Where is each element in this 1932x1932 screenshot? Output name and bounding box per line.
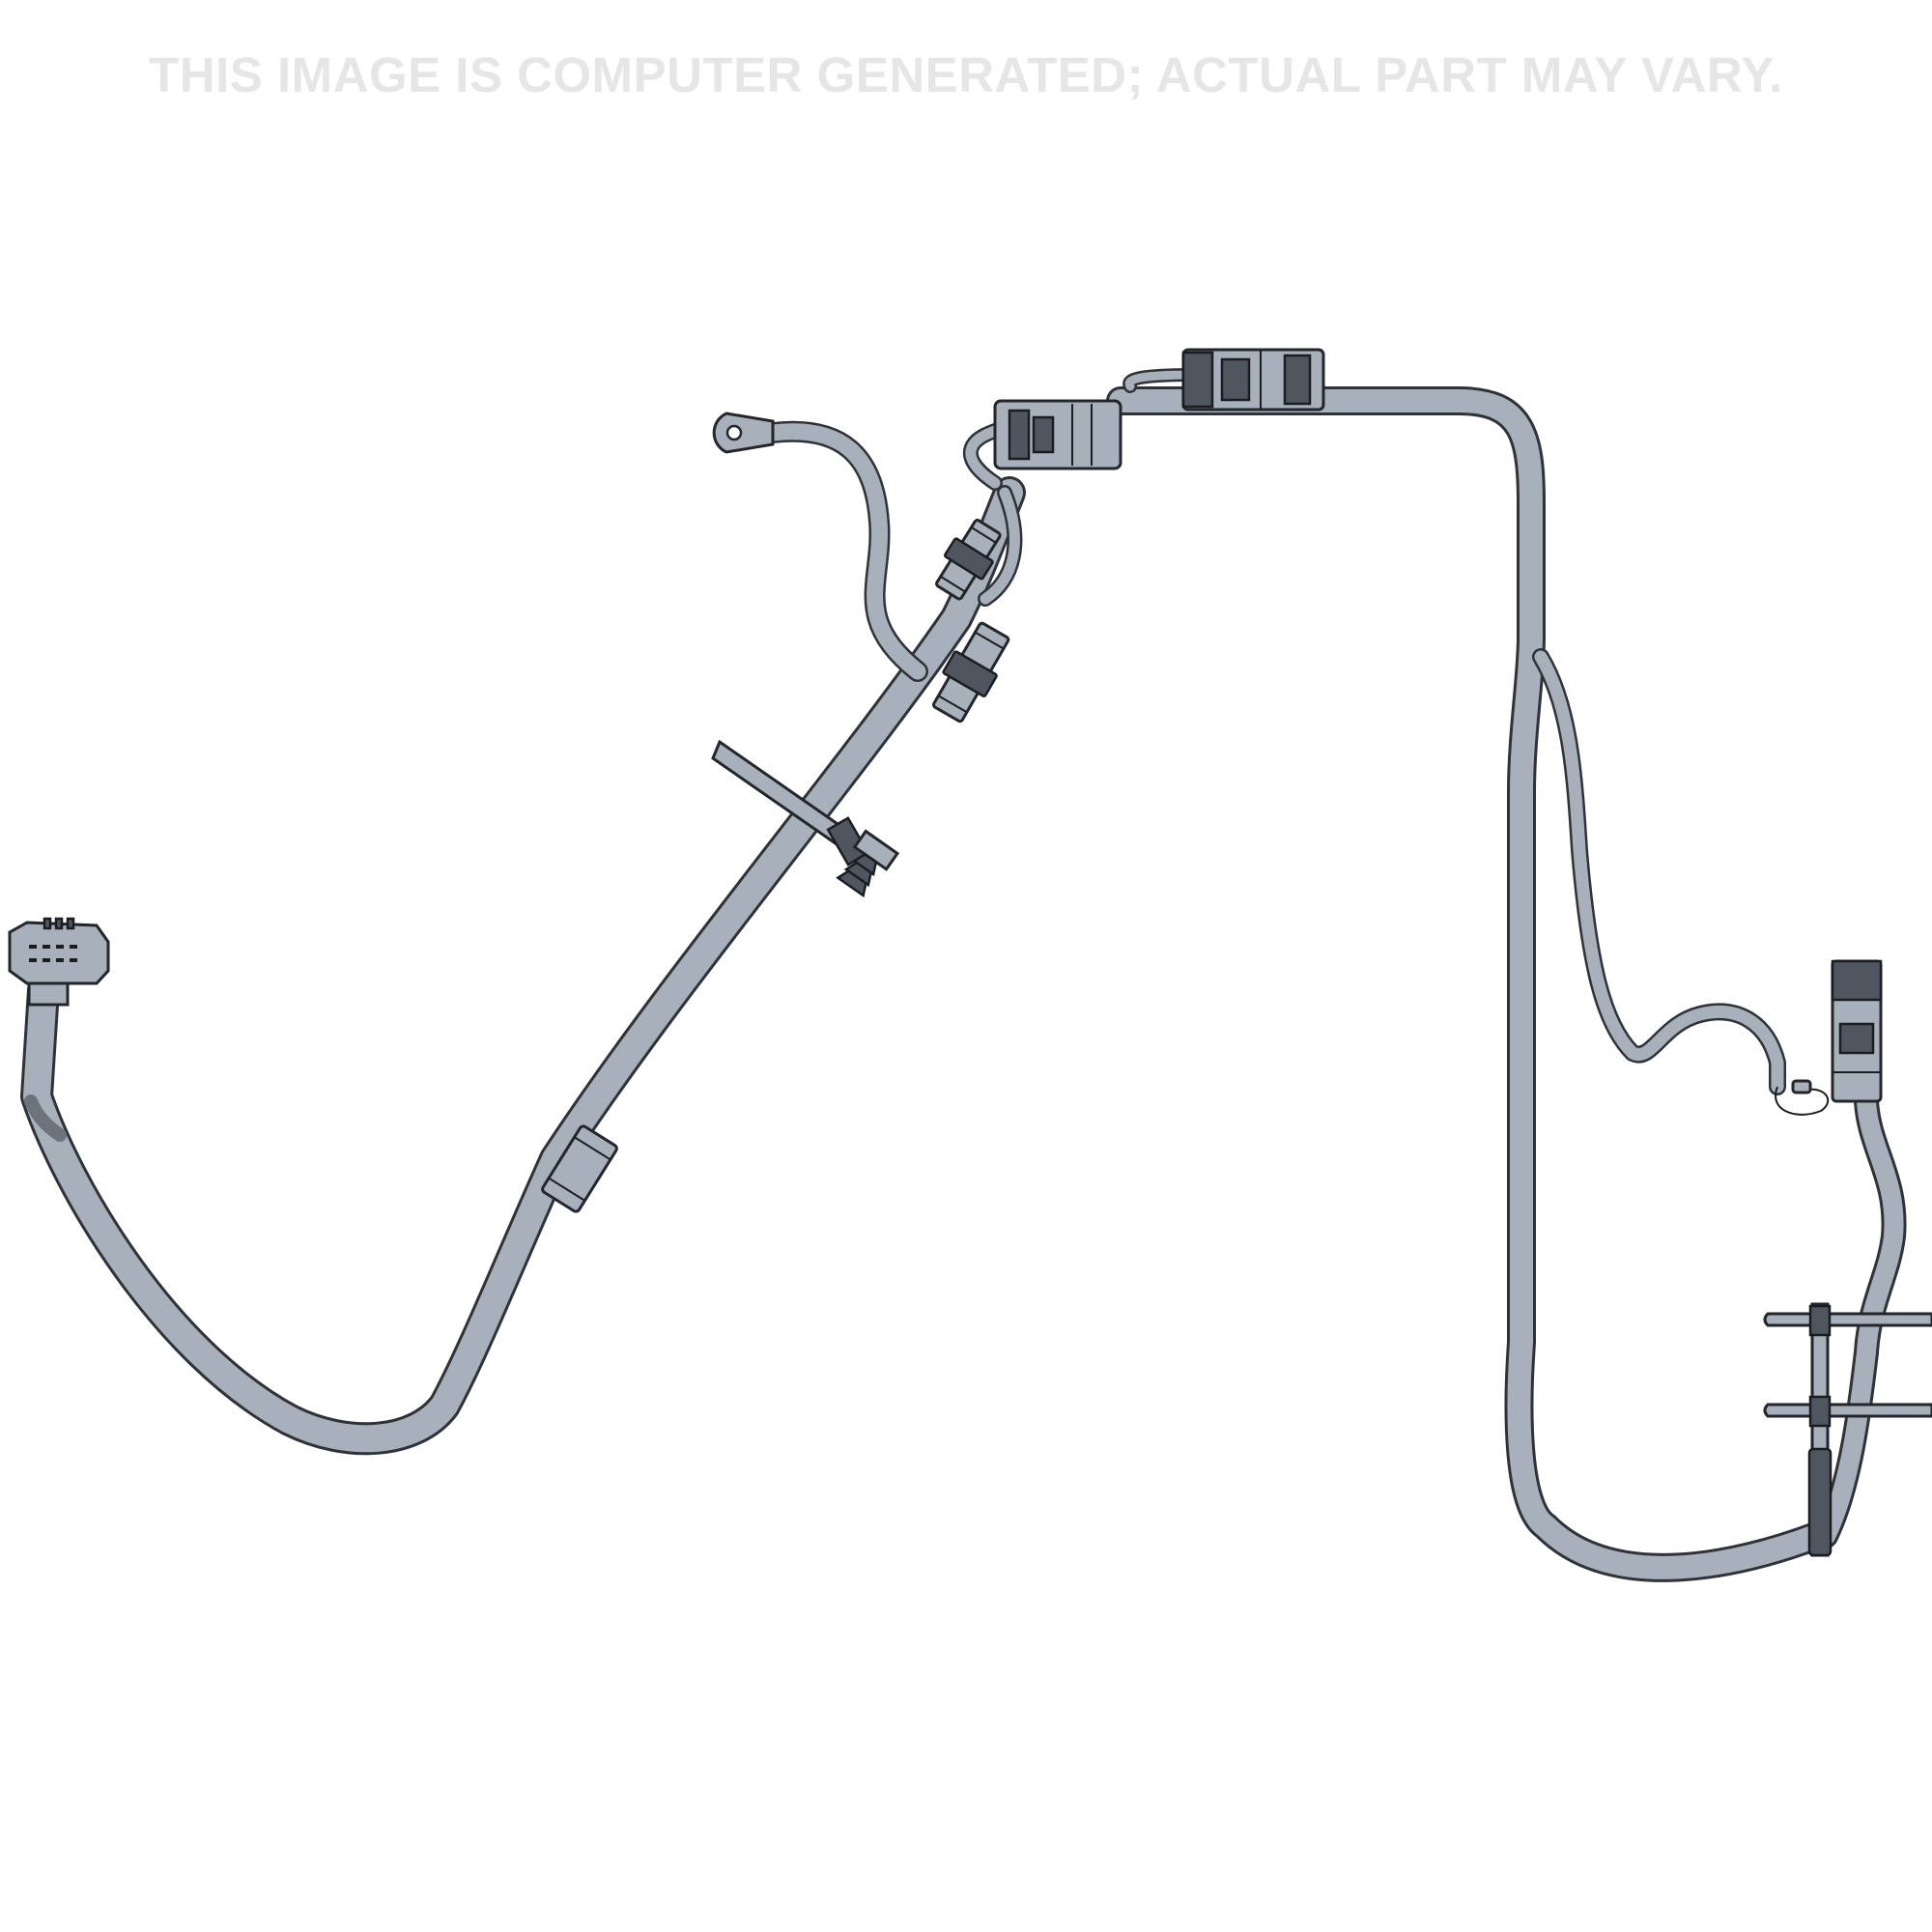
right-vertical-connector-icon bbox=[1831, 959, 1883, 1103]
push-in-clip-icon bbox=[836, 829, 900, 898]
top-junction-connector-icon bbox=[993, 399, 1122, 470]
pigtail-terminal-icon bbox=[1791, 1079, 1812, 1094]
harness-main-trunk bbox=[20, 476, 1026, 1456]
cable-tie-icon bbox=[711, 739, 870, 867]
inline-connector-1-icon bbox=[935, 519, 1002, 601]
multi-pin-connector-left-icon bbox=[8, 917, 110, 1007]
disclaimer-text: THIS IMAGE IS COMPUTER GENERATED; ACTUAL… bbox=[149, 47, 1783, 102]
ring-terminal-icon bbox=[712, 412, 775, 454]
top-right-connector-pair-icon bbox=[1181, 348, 1325, 412]
inline-connector-2-icon bbox=[932, 621, 1010, 724]
sleeve-clip-icon bbox=[541, 1124, 618, 1213]
harness-upper-run bbox=[1106, 386, 1831, 1582]
harness-right-drop bbox=[1813, 1089, 1907, 1548]
harness-ring-branch bbox=[712, 412, 928, 682]
mounting-bracket-icon bbox=[1763, 1302, 1932, 1557]
harness-right-branch bbox=[1532, 648, 1830, 1116]
harness-top-cluster-wires bbox=[963, 368, 1205, 607]
